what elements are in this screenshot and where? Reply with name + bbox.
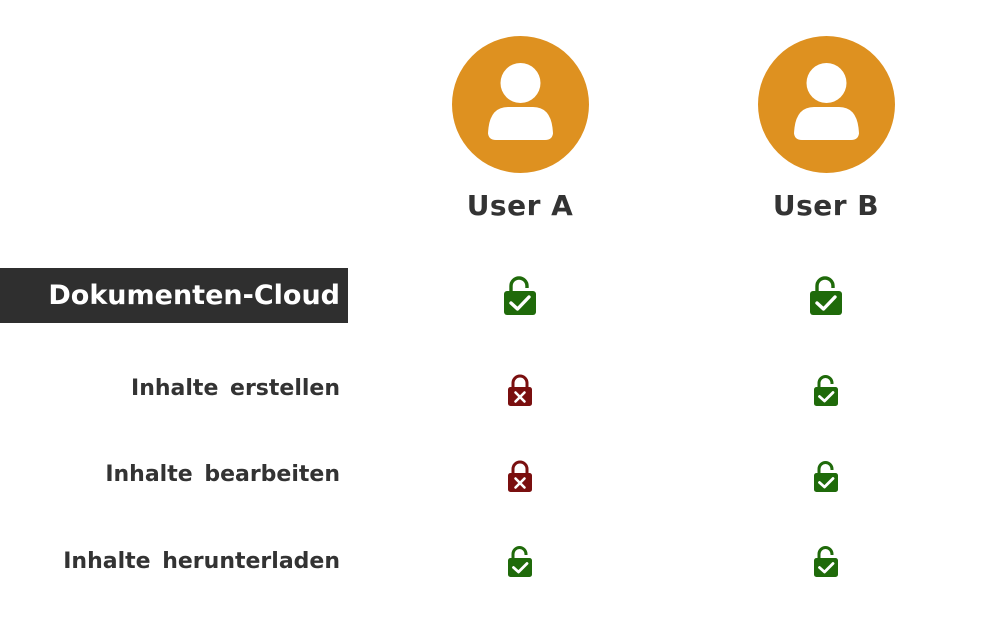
- user-b-column: User B: [756, 36, 896, 222]
- section-header: Dokumenten-Cloud: [0, 268, 348, 323]
- lock-open-check-icon: [508, 546, 532, 577]
- user-avatar-icon: [757, 36, 895, 173]
- user-name: User A: [466, 189, 574, 222]
- lock-open-check-icon: [504, 276, 536, 315]
- lock-closed-x-icon: [508, 374, 532, 406]
- lock-closed-x-icon: [508, 460, 532, 492]
- permission-label: Inhalte bearbeiten: [105, 462, 340, 487]
- lock-open-check-icon: [814, 461, 838, 492]
- permission-label: Inhalte erstellen: [131, 376, 340, 401]
- lock-open-check-icon: [814, 375, 838, 406]
- permission-label: Inhalte herunterladen: [63, 549, 340, 574]
- user-avatar-icon: [451, 36, 589, 173]
- user-name: User B: [772, 189, 880, 222]
- user-a-column: User A: [450, 36, 590, 222]
- lock-open-check-icon: [814, 546, 838, 577]
- lock-open-check-icon: [810, 276, 842, 315]
